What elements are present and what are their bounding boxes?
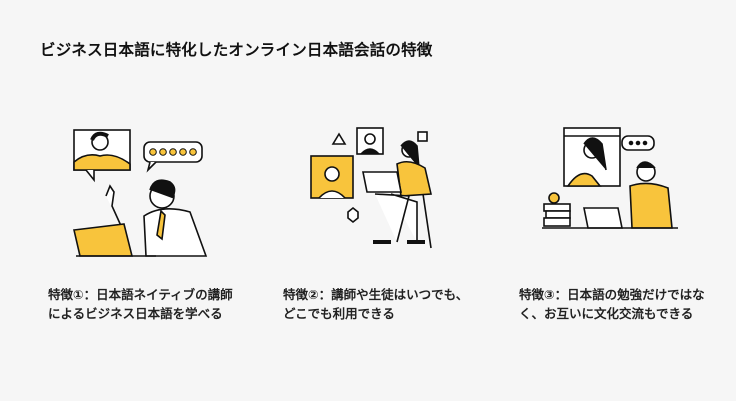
feature-3-line1: 特徴③：日本語の勉強だけではな	[519, 287, 705, 302]
illustration-anywhere-learning	[310, 127, 432, 249]
feature-3-caption: 特徴③：日本語の勉強だけではな く、お互いに文化交流もできる	[519, 285, 705, 323]
illustration-cultural-exchange	[542, 127, 678, 229]
feature-1-line2: によるビジネス日本語を学べる	[48, 306, 223, 321]
feature-1-caption: 特徴①：日本語ネイティブの講師 によるビジネス日本語を学べる	[48, 285, 233, 323]
illustration-business-tutor	[73, 129, 208, 257]
feature-2-line1: 特徴②：講師や生徒はいつでも、	[283, 287, 469, 302]
feature-2-caption: 特徴②：講師や生徒はいつでも、 どこでも利用できる	[283, 285, 468, 323]
page-title: ビジネス日本語に特化したオンライン日本語会話の特徴	[40, 41, 433, 59]
feature-3-line2: く、お互いに文化交流もできる	[519, 306, 694, 321]
feature-2-line2: どこでも利用できる	[283, 306, 395, 321]
feature-1-line1: 特徴①：日本語ネイティブの講師	[48, 287, 233, 302]
